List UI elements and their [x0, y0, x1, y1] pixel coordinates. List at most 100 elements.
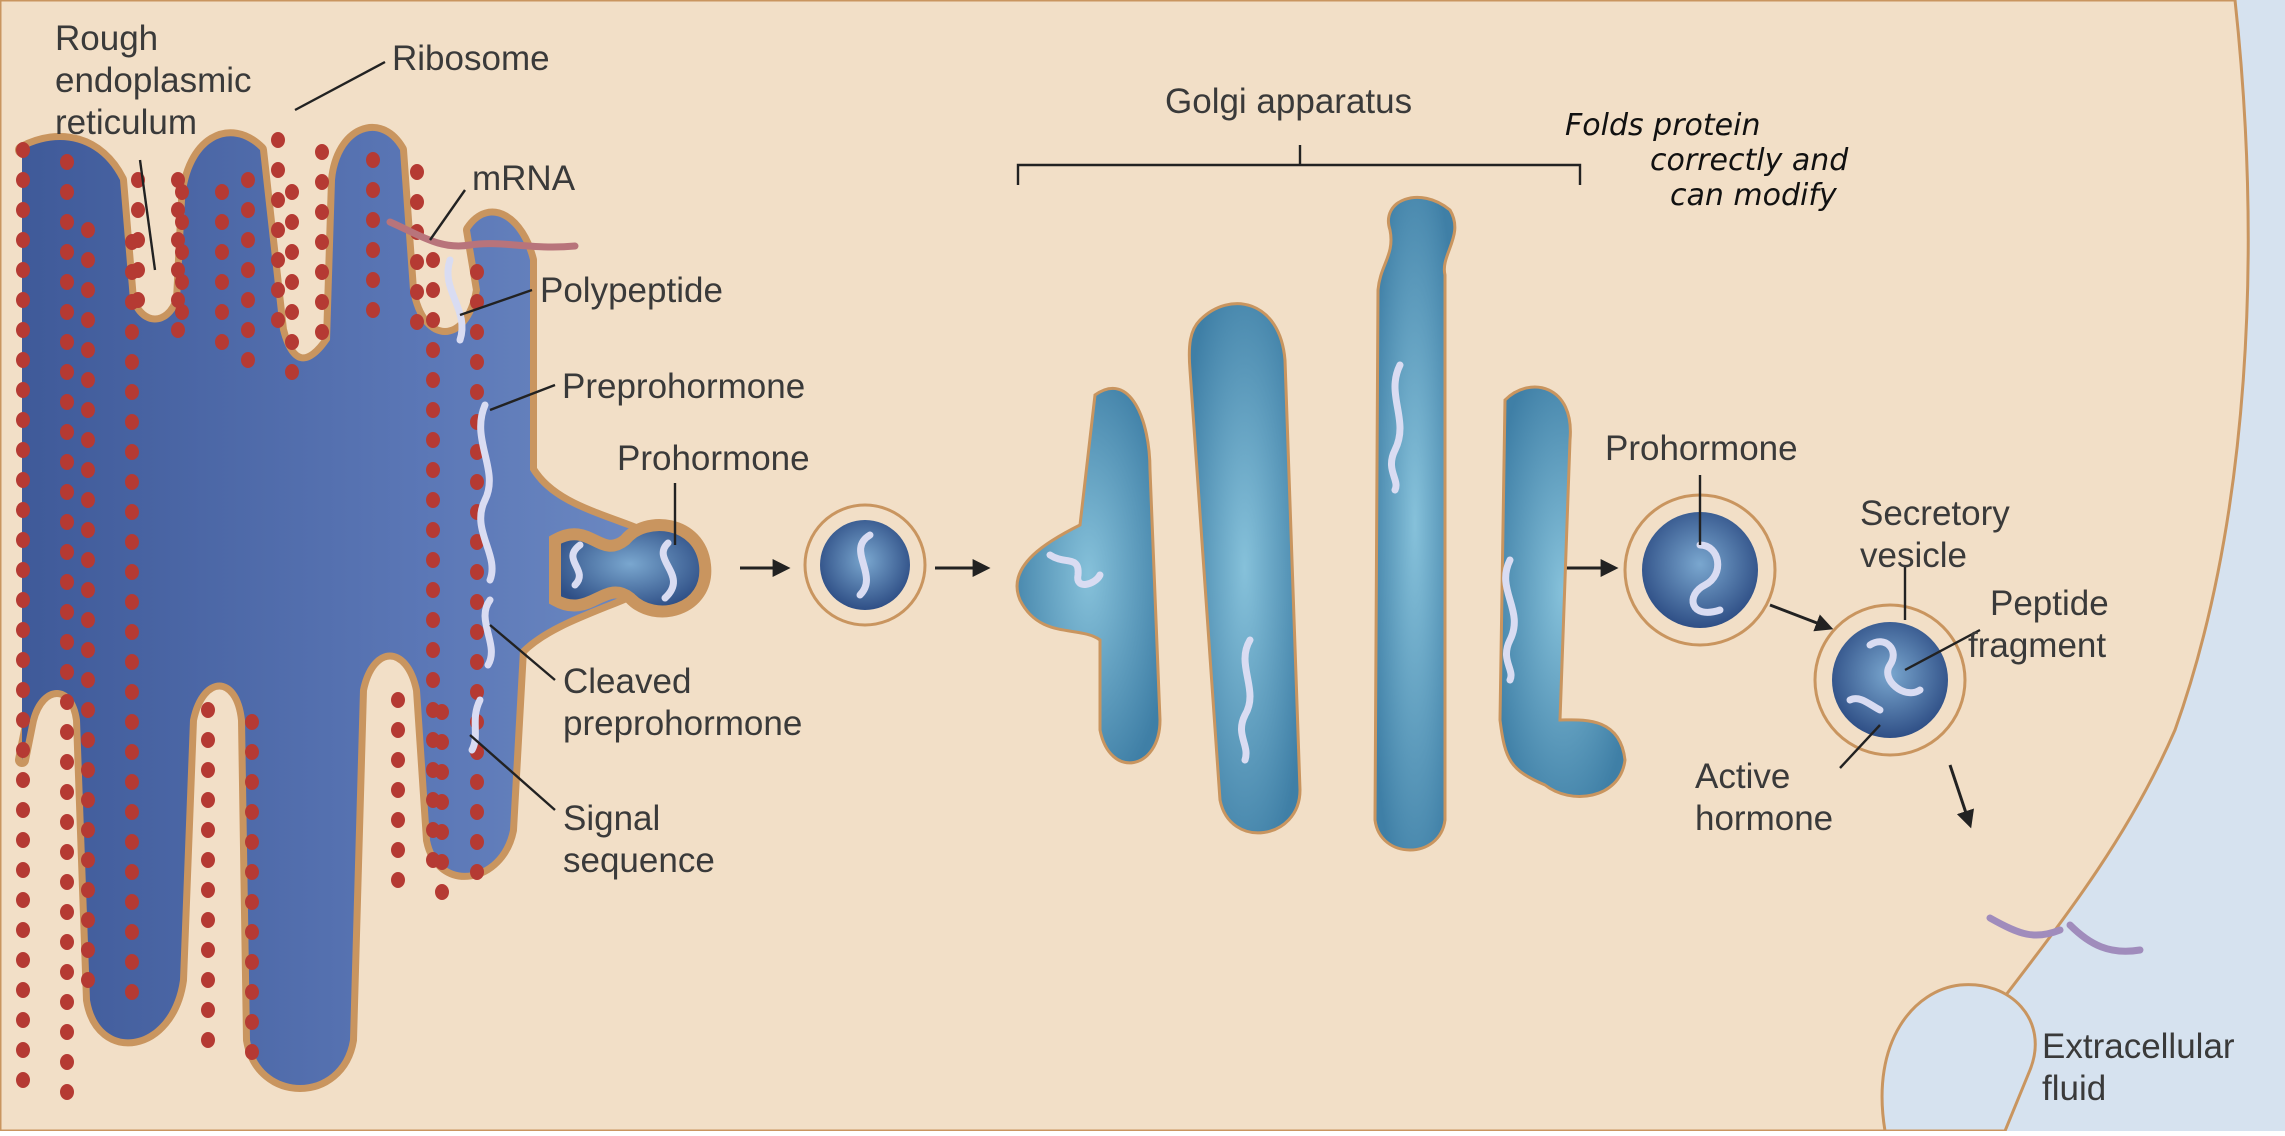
- ribosome-dot: [81, 732, 95, 748]
- ribosome-dot: [60, 814, 74, 830]
- ribosome-dot: [81, 342, 95, 358]
- ribosome-dot: [201, 732, 215, 748]
- ribosome-dot: [426, 492, 440, 508]
- ribosome-dot: [426, 522, 440, 538]
- secretory-vesicle: [1813, 603, 1967, 757]
- ribosome-dot: [245, 1014, 259, 1030]
- ribosome-dot: [426, 792, 440, 808]
- ribosome-dot: [125, 654, 139, 670]
- label-prohormone-right: Prohormone: [1605, 429, 1798, 468]
- ribosome-dot: [16, 982, 30, 998]
- ribosome-dot: [241, 232, 255, 248]
- ribosome-dot: [426, 342, 440, 358]
- ribosome-dot: [201, 912, 215, 928]
- ribosome-dot: [245, 804, 259, 820]
- ribosome-dot: [60, 694, 74, 710]
- ribosome-dot: [285, 274, 299, 290]
- ribosome-dot: [470, 594, 484, 610]
- label-extracellular-fluid: Extracellular fluid: [2042, 1027, 2244, 1108]
- ribosome-dot: [215, 184, 229, 200]
- ribosome-dot: [315, 204, 329, 220]
- ribosome-dot: [125, 894, 139, 910]
- ribosome-dot: [285, 214, 299, 230]
- ribosome-dot: [426, 762, 440, 778]
- ribosome-dot: [60, 1024, 74, 1040]
- ribosome-dot: [435, 884, 449, 900]
- ribosome-dot: [60, 844, 74, 860]
- ribosome-dot: [366, 182, 380, 198]
- ribosome-dot: [285, 184, 299, 200]
- ribosome-dot: [201, 792, 215, 808]
- ribosome-dot: [16, 352, 30, 368]
- label-secretory-vesicle: Secretory vesicle: [1860, 494, 2020, 575]
- ribosome-dot: [271, 192, 285, 208]
- ribosome-dot: [470, 354, 484, 370]
- ribosome-dot: [285, 244, 299, 260]
- ribosome-dot: [470, 564, 484, 580]
- ribosome-dot: [271, 162, 285, 178]
- ribosome-dot: [60, 274, 74, 290]
- ribosome-dot: [16, 502, 30, 518]
- ribosome-dot: [391, 722, 405, 738]
- ribosome-dot: [131, 292, 145, 308]
- mrna-strand: [386, 218, 579, 251]
- ribosome-dot: [60, 874, 74, 890]
- ribosome-dot: [215, 214, 229, 230]
- ribosome-dot: [125, 474, 139, 490]
- ribosome-dot: [241, 322, 255, 338]
- ribosome-dot: [60, 394, 74, 410]
- ribosome-dot: [201, 702, 215, 718]
- ribosome-dot: [125, 864, 139, 880]
- ribosome-dot: [366, 302, 380, 318]
- ribosome-dot: [16, 382, 30, 398]
- ribosome-dot: [171, 292, 185, 308]
- ribosome-dot: [410, 194, 424, 210]
- ribosome-dot: [245, 1044, 259, 1060]
- ribosome-dot: [81, 432, 95, 448]
- ribosome-dot: [470, 684, 484, 700]
- ribosome-dot: [125, 984, 139, 1000]
- ribosome-dot: [215, 274, 229, 290]
- ribosome-dots: [16, 132, 484, 1100]
- ribosome-dot: [410, 314, 424, 330]
- ribosome-dot: [426, 612, 440, 628]
- ribosome-dot: [81, 912, 95, 928]
- ribosome-dot: [81, 672, 95, 688]
- ribosome-dot: [125, 804, 139, 820]
- label-rough-er: Rough endoplasmic reticulum: [55, 19, 261, 142]
- ribosome-dot: [60, 964, 74, 980]
- ribosome-dot: [81, 402, 95, 418]
- ribosome-dot: [16, 202, 30, 218]
- ribosome-dot: [245, 954, 259, 970]
- ribosome-dot: [81, 282, 95, 298]
- ribosome-dot: [60, 514, 74, 530]
- ribosome-dot: [271, 252, 285, 268]
- ribosome-dot: [125, 354, 139, 370]
- ribosome-dot: [60, 544, 74, 560]
- ribosome-dot: [16, 412, 30, 428]
- ribosome-dot: [81, 552, 95, 568]
- ribosome-dot: [81, 882, 95, 898]
- ribosome-dot: [426, 462, 440, 478]
- ribosome-dot: [60, 154, 74, 170]
- ribosome-dot: [16, 1042, 30, 1058]
- ribosome-dot: [426, 702, 440, 718]
- ribosome-dot: [175, 274, 189, 290]
- ribosome-dot: [60, 634, 74, 650]
- ribosome-dot: [410, 164, 424, 180]
- ribosome-dot: [426, 312, 440, 328]
- label-mrna: mRNA: [472, 159, 576, 198]
- ribosome-dot: [81, 372, 95, 388]
- ribosome-dot: [470, 294, 484, 310]
- ribosome-dot: [171, 172, 185, 188]
- ribosome-dot: [81, 492, 95, 508]
- ribosome-dot: [60, 334, 74, 350]
- ribosome-dot: [60, 214, 74, 230]
- leader-lines: [138, 60, 1981, 811]
- ribosome-dot: [201, 882, 215, 898]
- ribosome-dot: [60, 754, 74, 770]
- ribosome-dot: [245, 984, 259, 1000]
- ribosome-dot: [171, 202, 185, 218]
- ribosome-dot: [470, 804, 484, 820]
- ribosome-dot: [391, 872, 405, 888]
